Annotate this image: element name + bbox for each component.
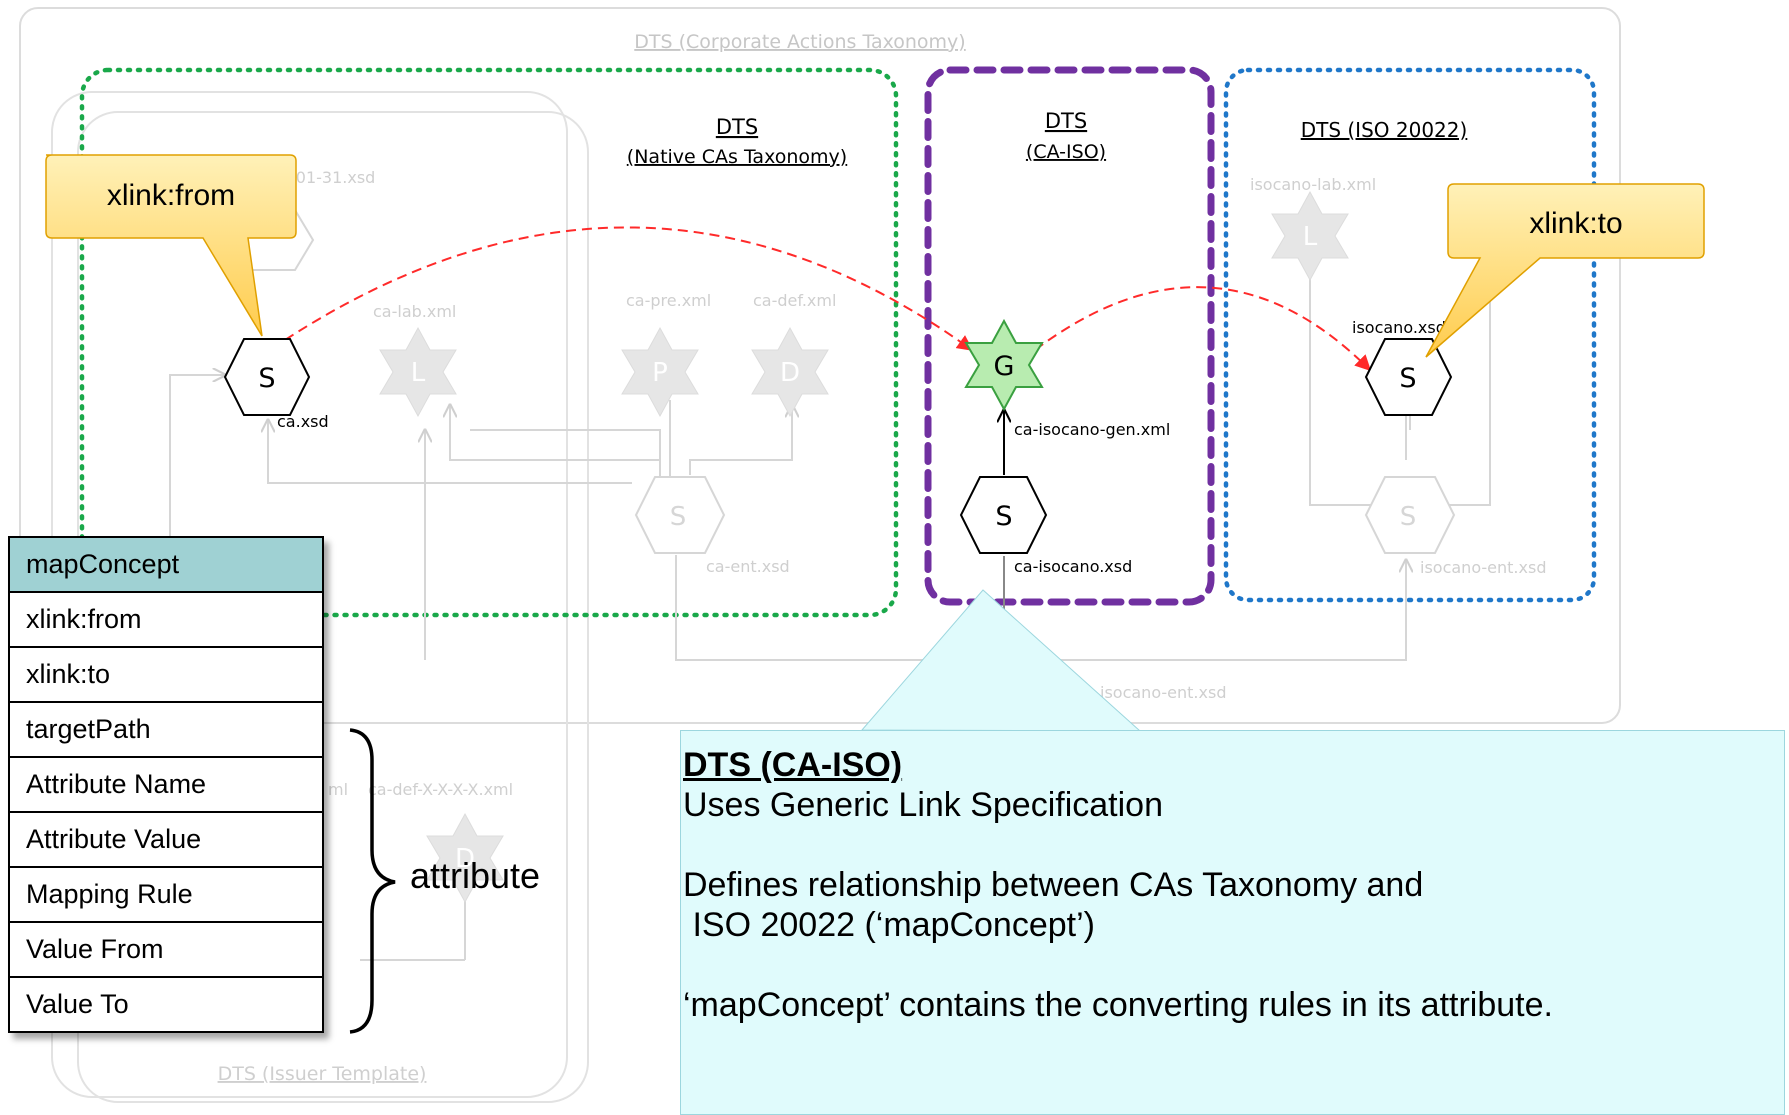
native-box-title-2: (Native CAs Taxonomy) [627, 146, 847, 168]
svg-text:L: L [1303, 222, 1318, 252]
ca-xsd-node: S [223, 338, 311, 416]
svg-text:D: D [455, 844, 475, 874]
mapconcept-attribute-table: mapConcept xlink:from xlink:to targetPat… [8, 536, 324, 1033]
ca-xsd-glyph: S [258, 363, 275, 394]
table-row: Attribute Name [8, 756, 324, 813]
note-spacer [683, 825, 1784, 865]
table-header-mapconcept: mapConcept [8, 536, 324, 593]
faded-isocano-lab-label: isocano-lab.xml [1250, 175, 1376, 194]
native-box-title-1: DTS [716, 115, 758, 139]
faded-isocano-ent-label: isocano-ent.xsd [1420, 558, 1546, 577]
xlink-to-callout-text: xlink:to [1529, 207, 1622, 240]
faded-isocano-ent-label-2: isocano-ent.xsd [1100, 683, 1226, 702]
faded-xml-fragment-label: ml [328, 780, 348, 799]
faded-ca-ent-label: ca-ent.xsd [706, 557, 790, 576]
note-spacer [683, 945, 1784, 985]
ca-isocano-glyph: S [995, 501, 1012, 532]
isocano-node: S [1364, 338, 1453, 416]
gen-to-isocano-arrow [1034, 286, 1372, 372]
note-title: DTS (CA-ISO) [683, 746, 903, 784]
isocano-label: isocano.xsd [1352, 318, 1446, 337]
svg-text:L: L [411, 358, 426, 388]
xlink-from-callout-text: xlink:from [107, 179, 235, 212]
svg-text:P: P [652, 358, 668, 388]
issuer-box-title: DTS (Issuer Template) [218, 1063, 427, 1085]
table-row: Value From [8, 921, 324, 978]
faded-ca-pre-label: ca-pre.xml [626, 291, 711, 310]
faded-star-p-ca-pre: P [621, 326, 699, 418]
ca-isocano-label: ca-isocano.xsd [1014, 557, 1132, 576]
faded-s-hexagon-isocano-ent: S [1364, 476, 1456, 554]
faded-date-xsd-label: -01-31.xsd [290, 168, 375, 187]
faded-star-l-isocano-lab: L [1271, 190, 1349, 282]
from-to-gen-arrow [284, 226, 974, 351]
faded-star-d-ca-def: D [751, 326, 829, 418]
ca-iso-box-title-2: (CA-ISO) [1026, 141, 1106, 163]
note-line-2: Defines relationship between CAs Taxonom… [683, 866, 1424, 904]
generic-link-node: G [964, 318, 1044, 412]
attribute-brace [349, 728, 396, 1034]
isocano-glyph: S [1399, 363, 1416, 394]
generic-link-label: ca-isocano-gen.xml [1014, 420, 1170, 439]
faded-star-l-ca-lab: L [379, 326, 457, 418]
iso-box-title: DTS (ISO 20022) [1301, 118, 1468, 142]
ca-iso-note-box: DTS (CA-ISO) Uses Generic Link Specifica… [680, 730, 1785, 1115]
faded-ca-def-label: ca-def.xml [753, 291, 836, 310]
xlink-to-callout: xlink:to [1425, 183, 1705, 358]
ca-iso-box [924, 66, 1215, 606]
faded-ca-lab-label: ca-lab.xml [373, 302, 456, 321]
table-row: Mapping Rule [8, 866, 324, 923]
ca-xsd-label: ca.xsd [277, 412, 329, 431]
note-line-3: ISO 20022 (‘mapConcept’) [683, 906, 1095, 944]
generic-link-glyph: G [994, 351, 1015, 382]
svg-text:S: S [670, 502, 687, 532]
native-cas-box [79, 67, 899, 618]
table-row: xlink:to [8, 646, 324, 703]
table-row: targetPath [8, 701, 324, 758]
note-line-1: Uses Generic Link Specification [683, 786, 1164, 824]
table-row: Value To [8, 976, 324, 1033]
faded-ca-def-x-label: ca-def-X-X-X-X.xml [368, 780, 513, 799]
xlink-from-callout: xlink:from [45, 154, 297, 337]
svg-text:S: S [1400, 502, 1417, 532]
faded-s-hexagon-ca-ent: S [634, 476, 726, 554]
ca-isocano-node: S [959, 476, 1048, 554]
attribute-brace-label: attribute [410, 855, 541, 896]
outer-dts-title: DTS (Corporate Actions Taxonomy) [634, 31, 965, 53]
table-row: Attribute Value [8, 811, 324, 868]
table-row: xlink:from [8, 591, 324, 648]
svg-text:D: D [780, 358, 800, 388]
outer-dts-box [19, 7, 1621, 724]
iso20022-box [1223, 67, 1597, 603]
faded-star-d-issuer: D [426, 812, 504, 904]
note-line-4: ‘mapConcept’ contains the converting rul… [683, 986, 1553, 1024]
ca-iso-box-title-1: DTS [1045, 109, 1087, 133]
